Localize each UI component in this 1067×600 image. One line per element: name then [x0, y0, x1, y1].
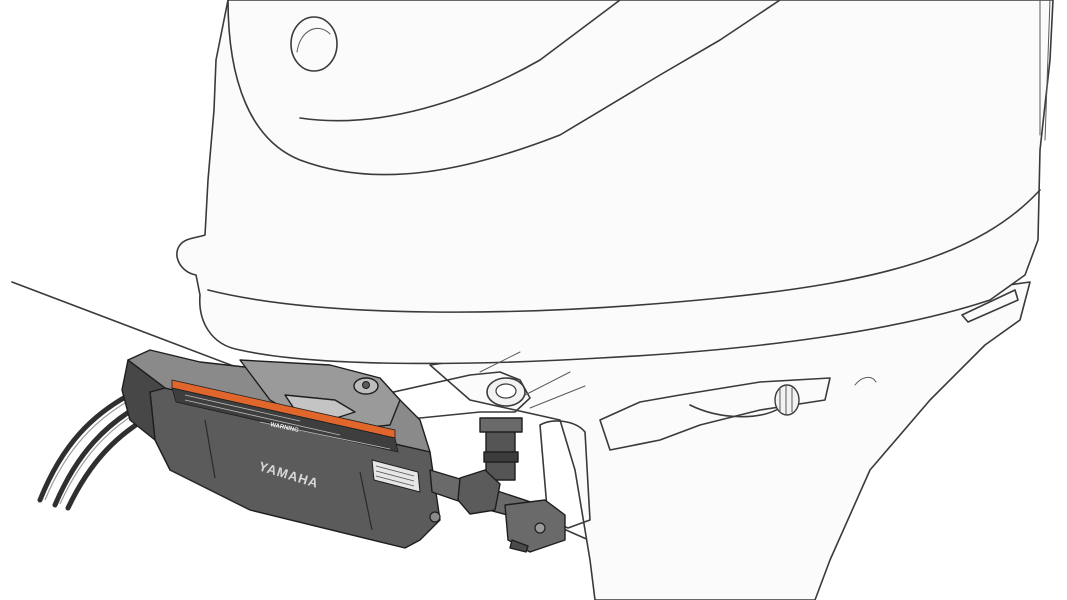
warning-lettering: WARNING	[270, 422, 300, 434]
link-rod-collar	[479, 417, 523, 433]
outboard-lower-casing	[429, 281, 1031, 600]
rod-clevis-pin	[534, 522, 546, 534]
cowling-lower-seam	[207, 189, 1041, 313]
fitting-nut	[774, 384, 800, 416]
actuator-end-bolt	[429, 511, 441, 523]
link-rod-band	[483, 451, 519, 463]
cowling-crease	[227, 0, 781, 176]
rod-joint	[457, 469, 501, 515]
actuator-side-face	[121, 359, 166, 441]
fitting-nut-ridges	[779, 385, 793, 415]
lower-casing-pipe	[689, 404, 781, 418]
rod-clevis-base	[509, 539, 529, 553]
actuator-grooves	[169, 419, 373, 531]
lower-casing-bracket	[599, 377, 831, 451]
warning-label-lines	[184, 394, 391, 450]
cowling-vent-inner	[296, 28, 331, 53]
steering-arm-housing	[539, 420, 591, 529]
cowling-upper-curve	[299, 0, 621, 122]
steering-actuator	[121, 349, 441, 549]
warning-label-panel	[171, 387, 399, 453]
engine-cowling	[176, 0, 1054, 365]
cowling-rear-line	[1039, 0, 1051, 141]
cowling-side-latch	[961, 289, 1019, 323]
tiller-pivot-inner	[495, 383, 517, 399]
leader-lines	[479, 351, 586, 409]
spec-label-lines	[375, 465, 415, 487]
cowling-vent	[290, 16, 338, 72]
lower-casing-fin	[854, 377, 877, 386]
cylinder-rod-end	[429, 469, 566, 553]
actuator-arm-bolt-center	[362, 381, 370, 389]
